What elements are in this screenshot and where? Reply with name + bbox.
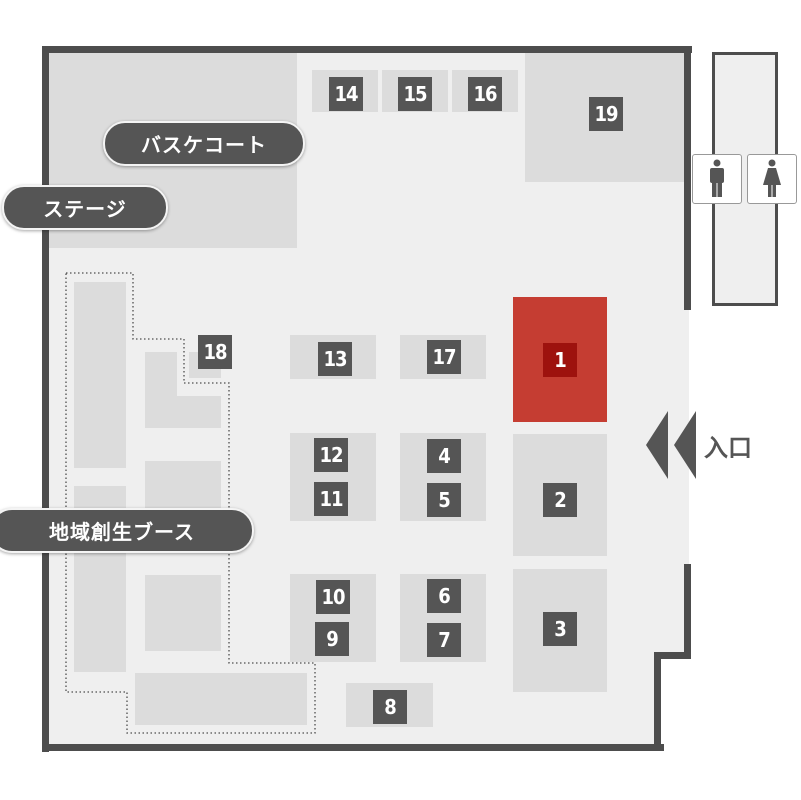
female-restroom[interactable] <box>747 154 797 204</box>
basketball-court-label: バスケコート <box>103 121 305 166</box>
wall-right-lower <box>684 564 691 659</box>
regional-zone-3b <box>145 396 221 428</box>
wall-notch-h <box>654 652 691 659</box>
wall-notch-v <box>654 652 661 751</box>
female-restroom-icon <box>763 159 781 197</box>
booth-number-14: 14 <box>329 77 363 111</box>
wall-bottom <box>42 744 664 751</box>
booth-number-19: 19 <box>589 97 623 131</box>
booth-number-3: 3 <box>543 612 577 646</box>
booth-number-15: 15 <box>398 77 432 111</box>
notch <box>660 655 700 755</box>
regional-zone-5 <box>145 575 221 651</box>
booth-number-5: 5 <box>427 483 461 517</box>
booth-number-12: 12 <box>314 438 348 472</box>
booth-number-7: 7 <box>427 623 461 657</box>
booth-number-11: 11 <box>314 482 348 516</box>
booth-number-6: 6 <box>427 579 461 613</box>
booth-number-13: 13 <box>318 342 352 376</box>
wall-right-upper <box>684 46 691 310</box>
entrance-arrow-icon <box>646 411 696 479</box>
entrance-label: 入口 <box>704 434 752 462</box>
booth-number-16: 16 <box>468 77 502 111</box>
regional-zone-6 <box>135 673 307 725</box>
booth-number-1: 1 <box>543 343 577 377</box>
booth-number-4: 4 <box>427 439 461 473</box>
booth-number-10: 10 <box>316 580 350 614</box>
stage-label: ステージ <box>2 185 168 230</box>
booth-number-2: 2 <box>543 483 577 517</box>
booth-number-18: 18 <box>198 335 232 369</box>
regional-booth-label: 地域創生ブース <box>0 508 254 553</box>
male-restroom[interactable] <box>692 154 742 204</box>
wall-top <box>42 46 692 53</box>
booth-number-8: 8 <box>373 690 407 724</box>
booth-number-17: 17 <box>427 340 461 374</box>
booth-number-9: 9 <box>315 622 349 656</box>
regional-zone-1 <box>74 282 126 468</box>
male-restroom-icon <box>710 159 724 197</box>
wall-left <box>42 46 49 752</box>
